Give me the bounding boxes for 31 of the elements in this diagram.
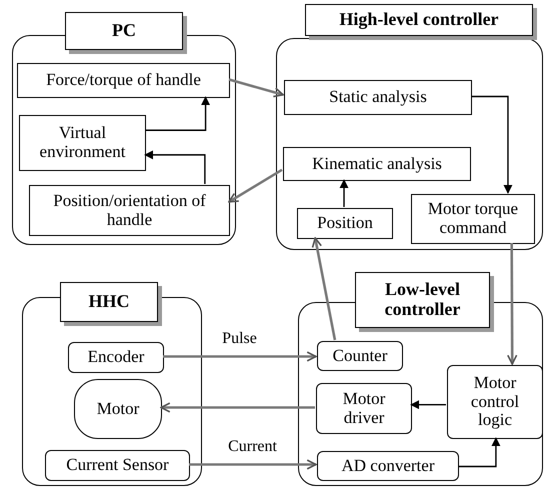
arrow	[145, 96, 210, 131]
arrow	[144, 150, 206, 184]
arrow	[228, 168, 283, 203]
group-frame	[276, 38, 543, 250]
process-box: Virtual environment	[19, 115, 146, 171]
process-box: Force/torque of handle	[17, 63, 230, 98]
process-box: Current Sensor	[45, 450, 190, 481]
edge-label: Pulse	[220, 330, 259, 346]
arrow	[163, 351, 317, 362]
process-box: AD converter	[317, 451, 459, 481]
process-box: Counter	[317, 341, 403, 371]
arrow	[458, 437, 500, 468]
group-frame	[12, 35, 236, 245]
edge-label: Current	[226, 438, 279, 454]
process-box: Kinematic analysis	[283, 147, 471, 181]
process-box: Encoder	[68, 342, 164, 373]
process-box: Position	[297, 208, 393, 239]
arrow	[312, 237, 336, 340]
process-box: Motor torque command	[411, 194, 535, 244]
arrow	[471, 96, 512, 194]
arrow	[228, 78, 284, 98]
arrow	[506, 243, 518, 365]
process-box: Static analysis	[284, 80, 472, 115]
process-box: Motor control logic	[447, 365, 543, 439]
arrow	[410, 400, 446, 410]
arrow	[189, 459, 317, 470]
arrow	[160, 402, 315, 413]
process-box: Motor	[74, 379, 162, 439]
arrow	[340, 179, 349, 207]
process-box: Motor driver	[316, 383, 412, 434]
process-box: Position/orientation of handle	[29, 185, 230, 236]
